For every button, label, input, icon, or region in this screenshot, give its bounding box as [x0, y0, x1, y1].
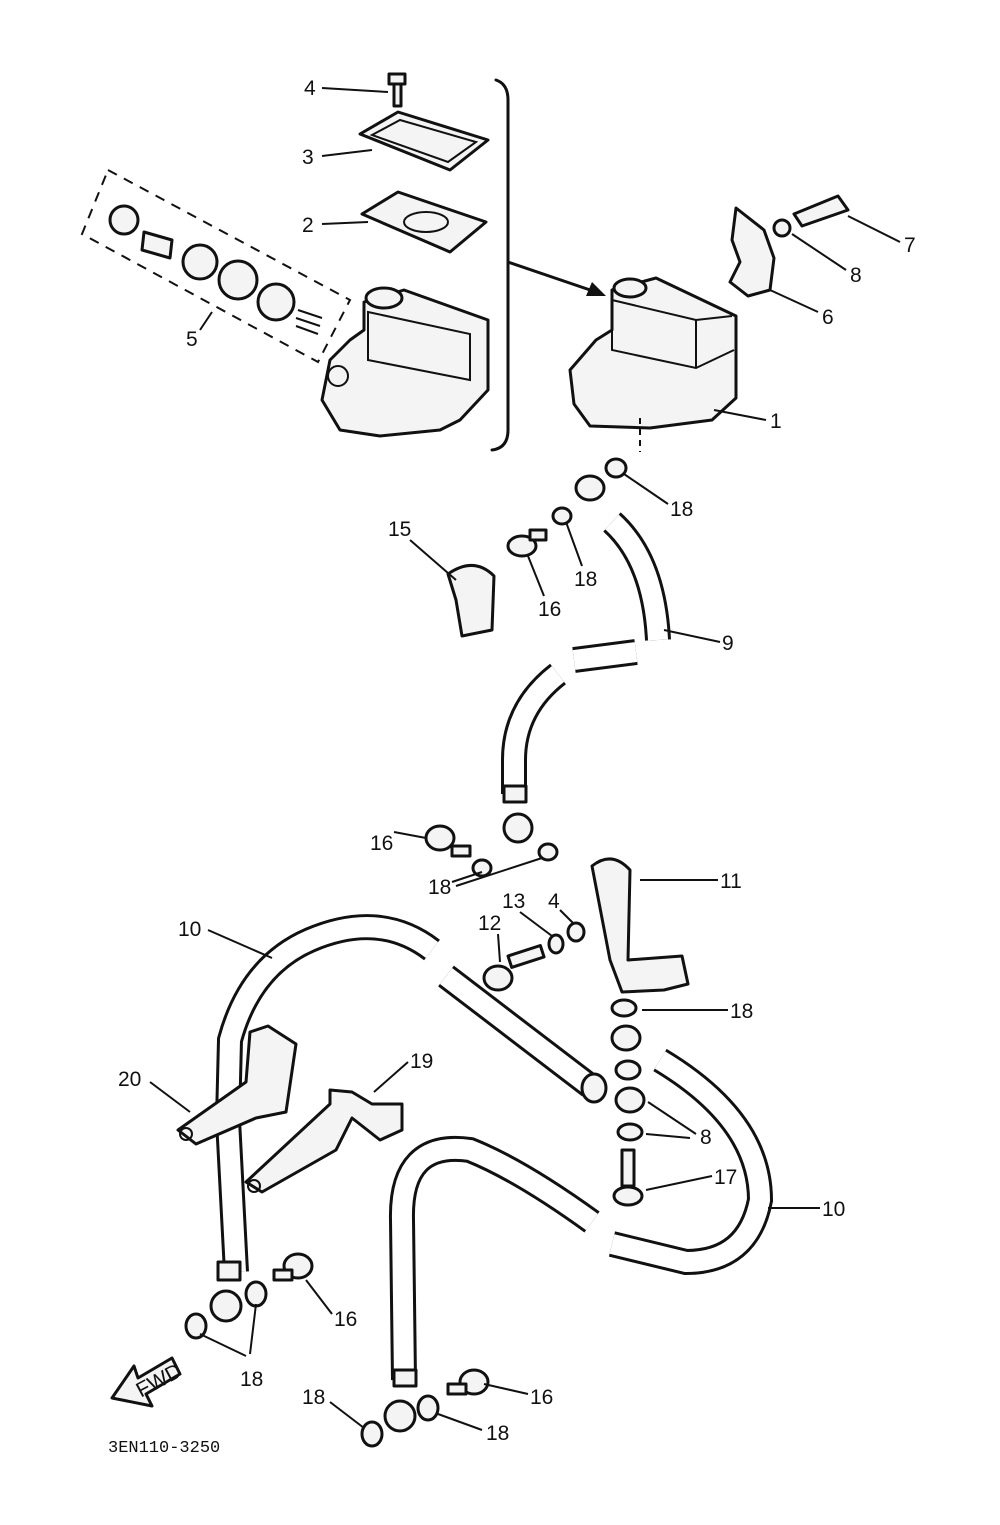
- callout-18-d: 18: [730, 1000, 753, 1023]
- lower-brake-hoses: [184, 914, 774, 1448]
- master-cylinder-exploded: [80, 72, 606, 452]
- callout-12: 12: [478, 912, 501, 935]
- forward-direction-arrow: FWD: [110, 1356, 186, 1408]
- callout-10-right: 10: [822, 1198, 845, 1221]
- callout-7: 7: [904, 234, 916, 257]
- callout-9: 9: [722, 632, 734, 655]
- master-cylinder-assembled: [568, 194, 850, 452]
- callout-13: 13: [502, 890, 525, 913]
- callout-18-e: 18: [240, 1368, 263, 1391]
- callout-16-a: 16: [538, 598, 561, 621]
- callout-18-c: 18: [428, 876, 451, 899]
- callout-17: 17: [714, 1166, 737, 1189]
- upper-brake-hose: [424, 457, 671, 878]
- callout-16-c: 16: [334, 1308, 357, 1331]
- callout-10-left: 10: [178, 918, 201, 941]
- callout-numbers: 4 3 2 5 7 8 6 1 18 18 16 15 9 16 18 11 1…: [118, 77, 916, 1445]
- callout-3: 3: [302, 146, 314, 169]
- callout-20: 20: [118, 1068, 141, 1091]
- callout-18-g: 18: [486, 1422, 509, 1445]
- callout-5: 5: [186, 328, 198, 351]
- callout-4-lower: 4: [548, 890, 560, 913]
- callout-15: 15: [388, 518, 411, 541]
- leader-lines: [149, 87, 901, 1431]
- callout-6: 6: [822, 306, 834, 329]
- diagram-code: 3EN110-3250: [108, 1439, 220, 1458]
- callout-18-b: 18: [574, 568, 597, 591]
- callout-1: 1: [770, 410, 782, 433]
- callout-18-f: 18: [302, 1386, 325, 1409]
- callout-4: 4: [304, 77, 316, 100]
- callout-8-lower: 8: [700, 1126, 712, 1149]
- callout-16-b: 16: [370, 832, 393, 855]
- callout-16-d: 16: [530, 1386, 553, 1409]
- hose-joint-assembly: [482, 857, 690, 1207]
- callout-18-a: 18: [670, 498, 693, 521]
- callout-11: 11: [720, 870, 742, 893]
- callout-8-top: 8: [850, 264, 862, 287]
- callout-2: 2: [302, 214, 314, 237]
- callout-19: 19: [410, 1050, 433, 1073]
- hose-brackets: [176, 1024, 404, 1194]
